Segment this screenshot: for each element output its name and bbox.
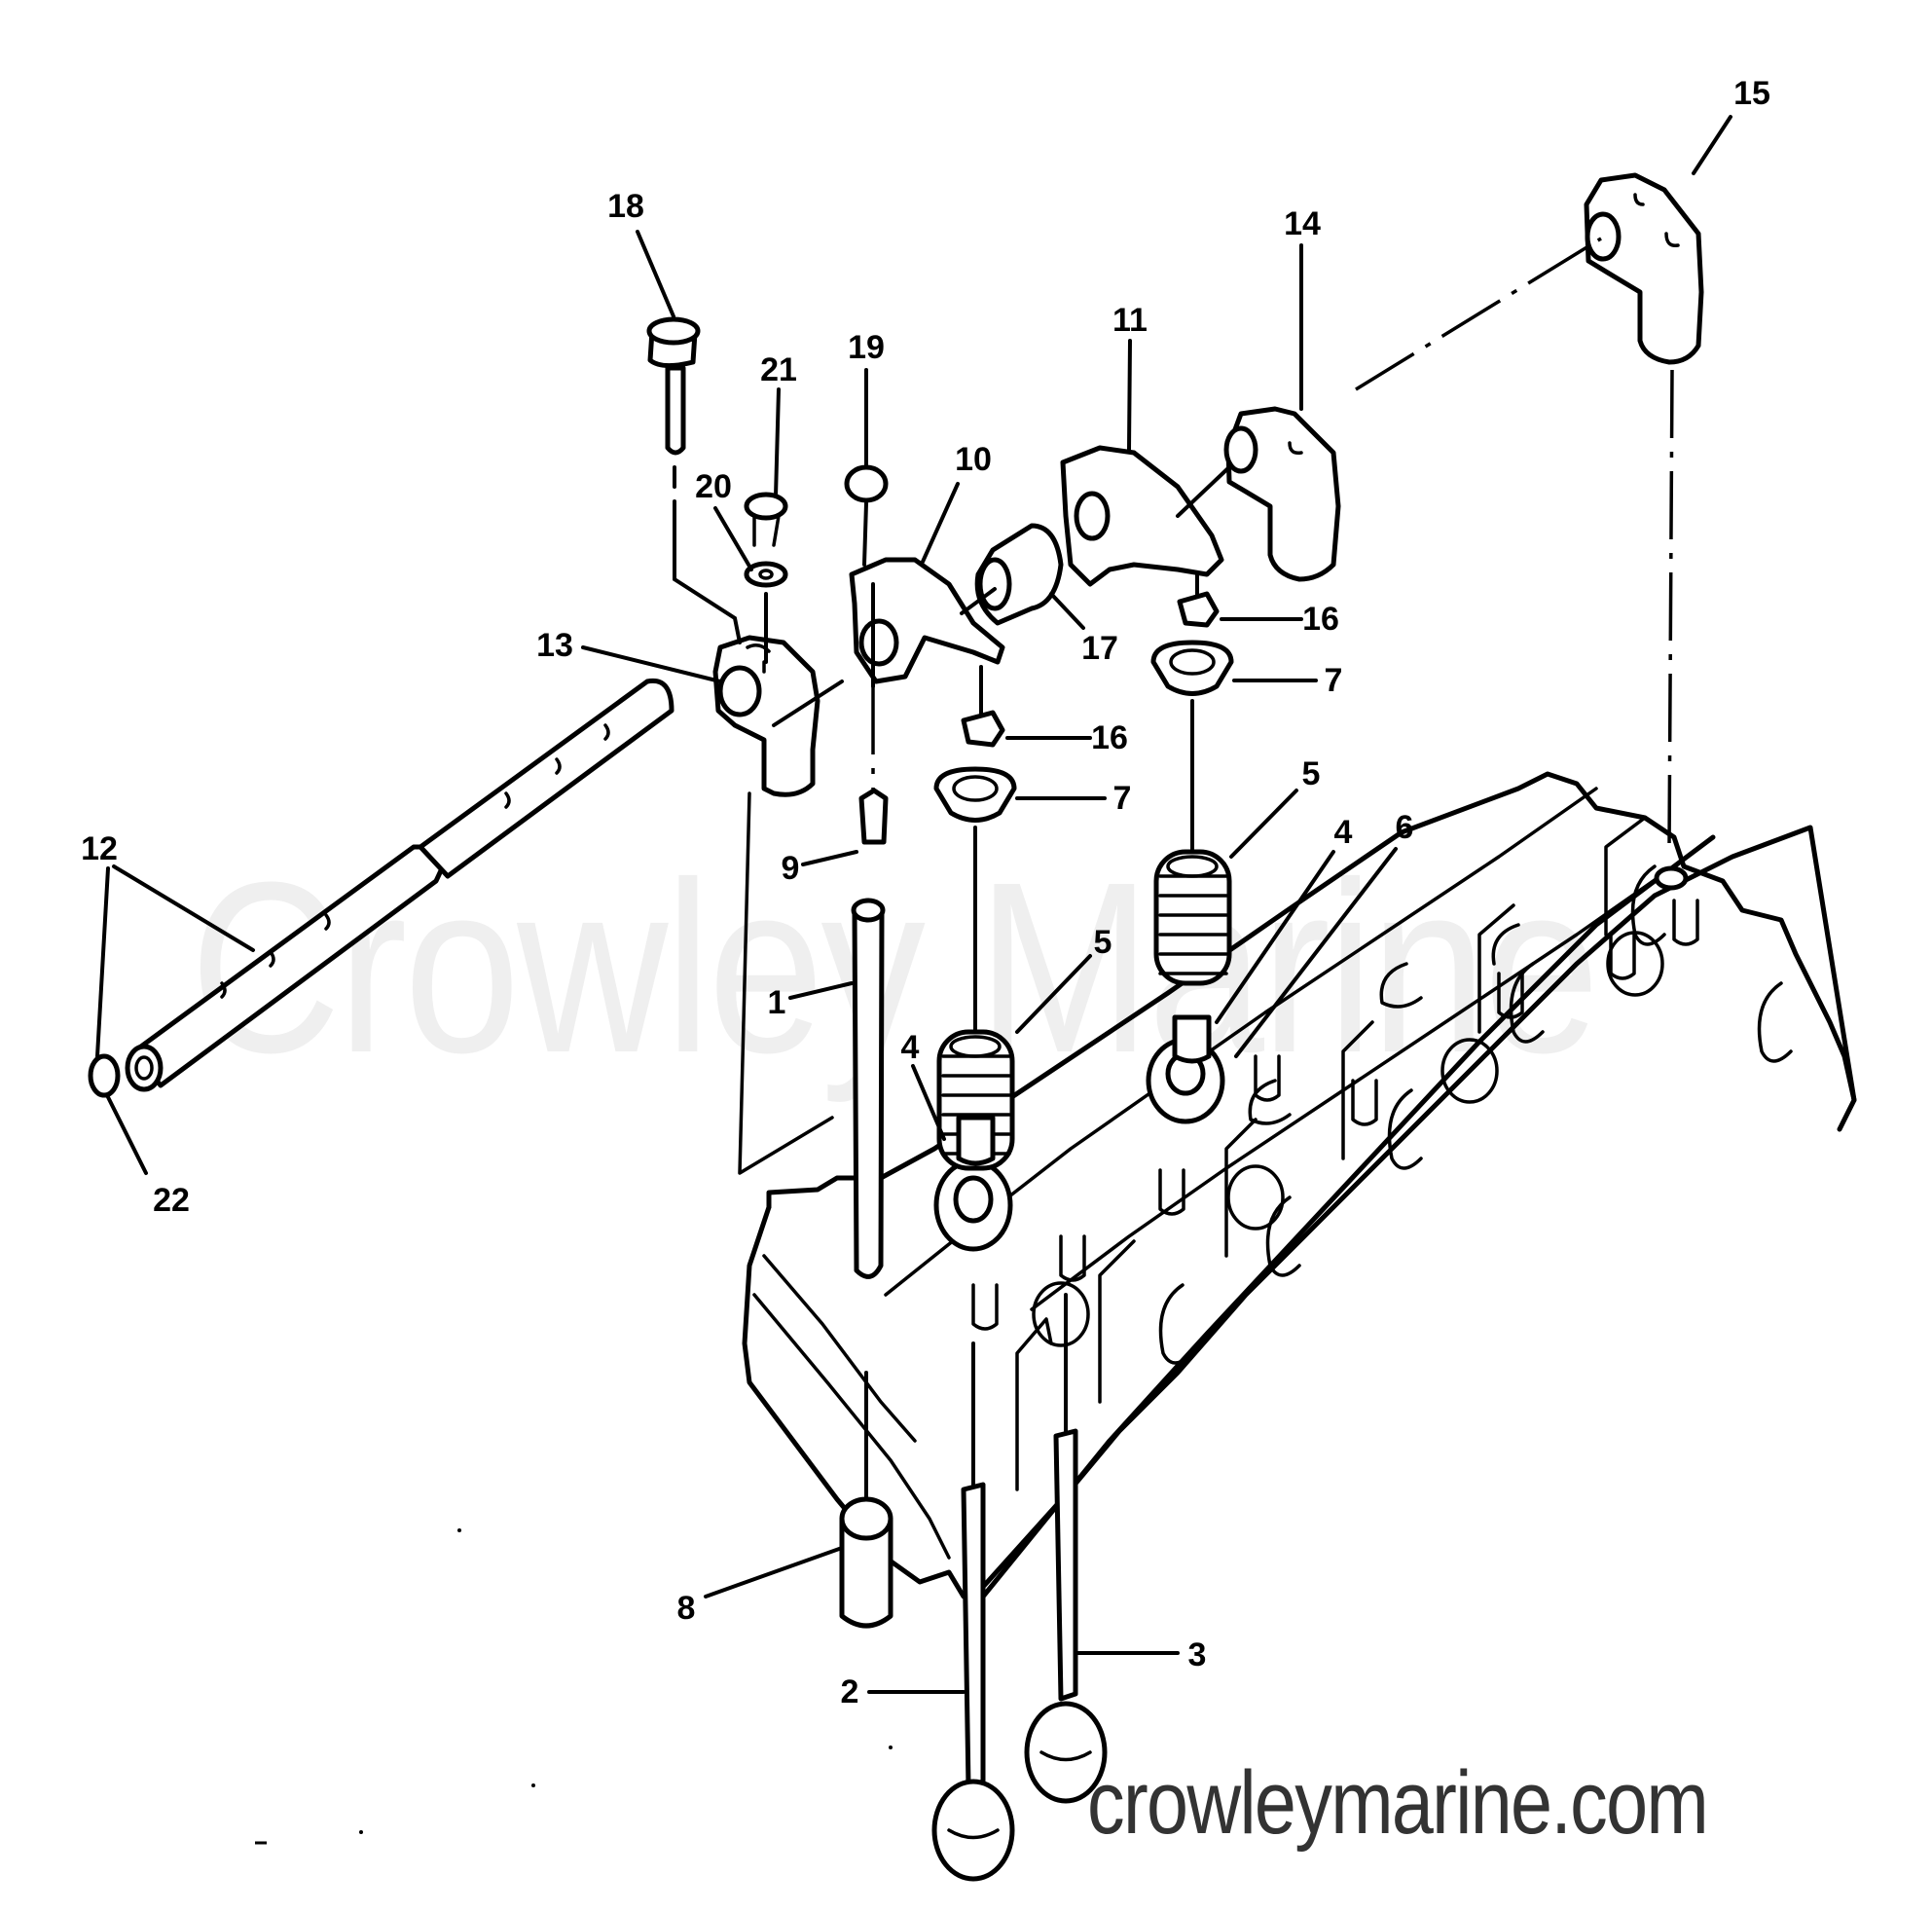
callout-14: 14 — [1284, 205, 1321, 242]
washer — [744, 561, 788, 588]
valve-train-intake — [933, 665, 1017, 1171]
assembly-centerline — [1355, 237, 1602, 391]
leader-lines — [95, 115, 1732, 1694]
valve-exhaust — [1024, 1428, 1108, 1804]
tappet — [839, 1371, 893, 1629]
valve-intake — [931, 1482, 1015, 1882]
push-rod — [851, 898, 886, 1279]
callout-13: 13 — [536, 627, 573, 664]
callout-16-upper: 16 — [1302, 601, 1339, 638]
rocker-arm-exhaust — [1060, 445, 1233, 587]
callout-2: 2 — [841, 1673, 859, 1710]
site-url-watermark: crowleymarine.com — [1087, 1753, 1709, 1853]
head-bolt — [646, 316, 742, 644]
callout-18: 18 — [607, 188, 644, 225]
callout-19: 19 — [848, 329, 885, 366]
bracket-screw — [744, 492, 788, 664]
rocker-bracket-front — [712, 635, 820, 797]
callout-12: 12 — [81, 830, 118, 867]
callout-4-upper: 4 — [1334, 814, 1353, 851]
callout-17: 17 — [1081, 630, 1118, 667]
callout-21: 21 — [760, 351, 797, 388]
callout-10: 10 — [955, 441, 992, 478]
rocker-bushing — [960, 523, 1064, 626]
callout-22: 22 — [153, 1182, 190, 1219]
valve-cap — [858, 788, 889, 845]
callout-3: 3 — [1188, 1636, 1207, 1673]
callout-8: 8 — [677, 1590, 696, 1627]
rocker-bracket-rear — [1584, 172, 1704, 365]
callout-20: 20 — [695, 468, 732, 505]
callout-16-lower: 16 — [1091, 719, 1128, 756]
callout-labels: 18 21 19 20 10 11 14 15 13 17 16 7 16 7 … — [81, 75, 1770, 1710]
callout-4-lower: 4 — [901, 1029, 920, 1066]
valve-train-exhaust — [1150, 572, 1234, 1064]
callout-1: 1 — [768, 984, 786, 1021]
callout-15: 15 — [1733, 75, 1770, 112]
rocker-shaft — [125, 678, 674, 1092]
callout-6: 6 — [1396, 809, 1414, 846]
rocker-arm-intake — [772, 464, 1005, 727]
callout-7-upper: 7 — [1325, 662, 1343, 699]
callout-7-lower: 7 — [1113, 780, 1132, 817]
assembly-centerline-vertical — [1667, 369, 1674, 848]
callout-9: 9 — [782, 850, 800, 887]
valve-spring-upper — [1153, 849, 1232, 986]
shaft-plug — [88, 1053, 121, 1098]
callout-5-upper: 5 — [1302, 755, 1321, 792]
callout-11: 11 — [1112, 302, 1148, 339]
guide-line-left — [738, 791, 834, 1175]
cylinder-head — [742, 771, 1857, 1599]
rocker-bracket-middle — [1223, 406, 1341, 582]
callout-5-lower: 5 — [1094, 924, 1112, 961]
